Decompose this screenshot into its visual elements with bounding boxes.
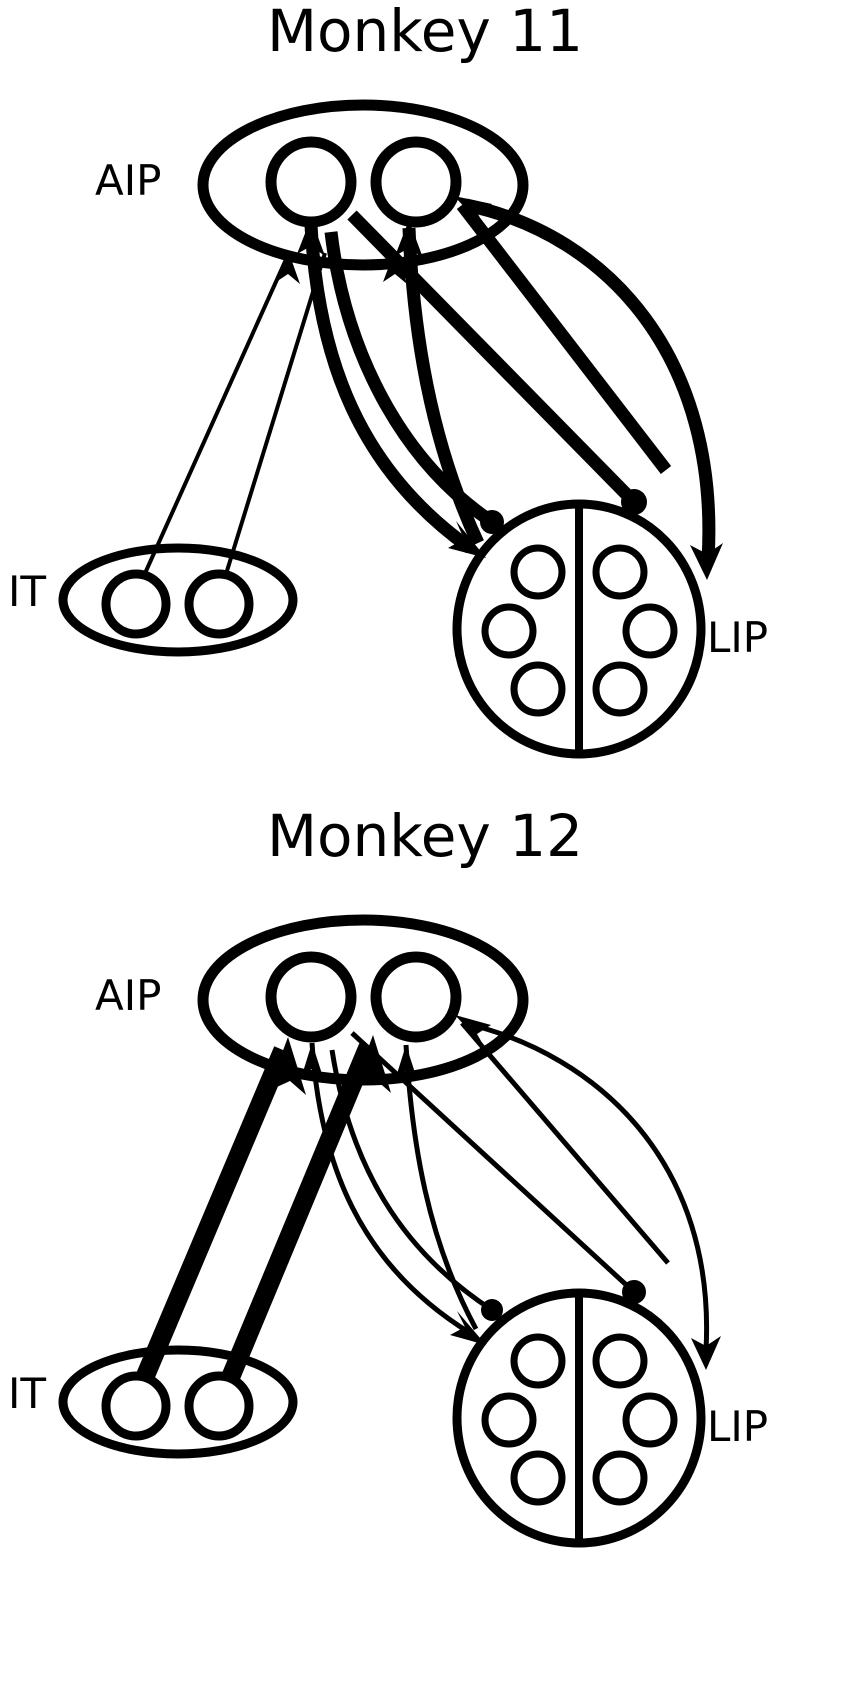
edge-lip-right-to-aip-right-thin-round xyxy=(350,1031,636,1294)
lip-boundary xyxy=(452,499,706,759)
lip-subnode-3[interactable] xyxy=(481,603,537,659)
aip-subnode-2[interactable] xyxy=(370,136,462,228)
it-subnode-1[interactable] xyxy=(101,1371,171,1441)
region-label-it-panel-1: IT xyxy=(8,567,47,616)
edge-it-to-aip-right-thin xyxy=(216,252,327,601)
panel-1-wiring xyxy=(58,99,723,759)
region-label-lip-panel-1: LIP xyxy=(707,613,769,662)
arrowhead-aip-left-thin xyxy=(302,1043,323,1077)
aip-boundary xyxy=(197,99,529,271)
aip-subnode-2[interactable] xyxy=(370,951,462,1043)
arrowhead-lip-upper-left-panel2 xyxy=(450,1311,486,1345)
lip-subnode-6[interactable] xyxy=(592,661,648,717)
region-it-panel-1[interactable] xyxy=(58,543,298,657)
edge-aip-left-to-lip-thick-arrow xyxy=(304,224,474,554)
region-aip-panel-1[interactable] xyxy=(197,99,529,271)
region-label-aip-panel-1: AIP xyxy=(95,156,162,205)
arrowhead-aip-right-diagonal xyxy=(454,196,492,230)
panel-2-wiring xyxy=(58,914,721,1548)
lip-subnode-1[interactable] xyxy=(510,1333,566,1389)
edge-it-to-aip-left-thin xyxy=(131,254,290,601)
panel-title-monkey-12: Monkey 12 xyxy=(266,802,584,870)
edge-it-to-aip-left-verythick xyxy=(130,1046,292,1395)
terminal-dot-lip-b xyxy=(621,489,647,515)
region-aip-panel-2[interactable] xyxy=(197,914,529,1086)
arrowhead-lip-right xyxy=(690,543,723,580)
edge-aip-right-to-lip-thin-arrow xyxy=(403,1044,479,1331)
arrowhead-lip-upper-left xyxy=(448,521,486,558)
panel-monkey-11: Monkey 11 xyxy=(8,0,769,759)
edge-aip-to-lip-outer-thin-arrow xyxy=(463,1020,710,1351)
terminal-dot-lip-a xyxy=(480,510,504,534)
lip-boundary xyxy=(452,1288,706,1548)
it-boundary xyxy=(58,1345,298,1459)
lip-subnode-2[interactable] xyxy=(592,544,648,600)
region-label-aip-panel-2: AIP xyxy=(95,971,162,1020)
region-it-panel-2[interactable] xyxy=(58,1345,298,1459)
region-label-lip-panel-2: LIP xyxy=(707,1402,769,1451)
edge-lip-to-aip-right-thin-arrow xyxy=(460,1021,670,1265)
aip-subnode-1[interactable] xyxy=(265,136,357,228)
edge-it-to-aip-right-verythick xyxy=(215,1043,377,1397)
lip-subnode-4[interactable] xyxy=(622,603,678,659)
edge-lip-to-aip-right-thick-arrow xyxy=(456,201,672,474)
aip-boundary xyxy=(197,914,529,1086)
arrowhead-aip-right-thin xyxy=(396,1045,417,1079)
edge-aip-to-lip-outer-thick-arrow xyxy=(464,198,716,561)
arrowhead-aip-left-thick xyxy=(297,218,325,256)
edge-lip-to-aip-left-thin-round xyxy=(329,1049,494,1313)
lip-subnode-5[interactable] xyxy=(510,1450,566,1506)
panel-title-monkey-11: Monkey 11 xyxy=(266,0,584,65)
edge-aip-left-to-lip-thin-arrow xyxy=(309,1042,472,1336)
lip-subnode-3[interactable] xyxy=(481,1392,537,1448)
panel-monkey-12: Monkey 12 xyxy=(0,807,850,1690)
it-subnode-1[interactable] xyxy=(101,569,171,639)
it-subnode-2[interactable] xyxy=(184,1371,254,1441)
terminal-dot-lip-panel2-b xyxy=(622,1280,646,1304)
arrowhead-aip-left-thin-a xyxy=(276,250,300,284)
region-label-it-panel-2: IT xyxy=(8,1369,47,1418)
lip-subnode-1[interactable] xyxy=(510,544,566,600)
arrowhead-lip-right-panel2 xyxy=(691,1336,721,1370)
it-boundary xyxy=(58,543,298,657)
lip-subnode-5[interactable] xyxy=(510,661,566,717)
terminal-dot-lip-panel2-a xyxy=(481,1299,503,1321)
it-subnode-2[interactable] xyxy=(184,569,254,639)
lip-subnode-6[interactable] xyxy=(592,1450,648,1506)
region-lip-panel-1[interactable] xyxy=(452,499,706,759)
lip-subnode-4[interactable] xyxy=(622,1392,678,1448)
lip-subnode-2[interactable] xyxy=(592,1333,648,1389)
arrowhead-aip-right-thin-diagonal xyxy=(455,1015,491,1048)
region-lip-panel-2[interactable] xyxy=(452,1288,706,1548)
aip-subnode-1[interactable] xyxy=(265,951,357,1043)
arrowhead-aip-right-thick xyxy=(395,220,423,258)
